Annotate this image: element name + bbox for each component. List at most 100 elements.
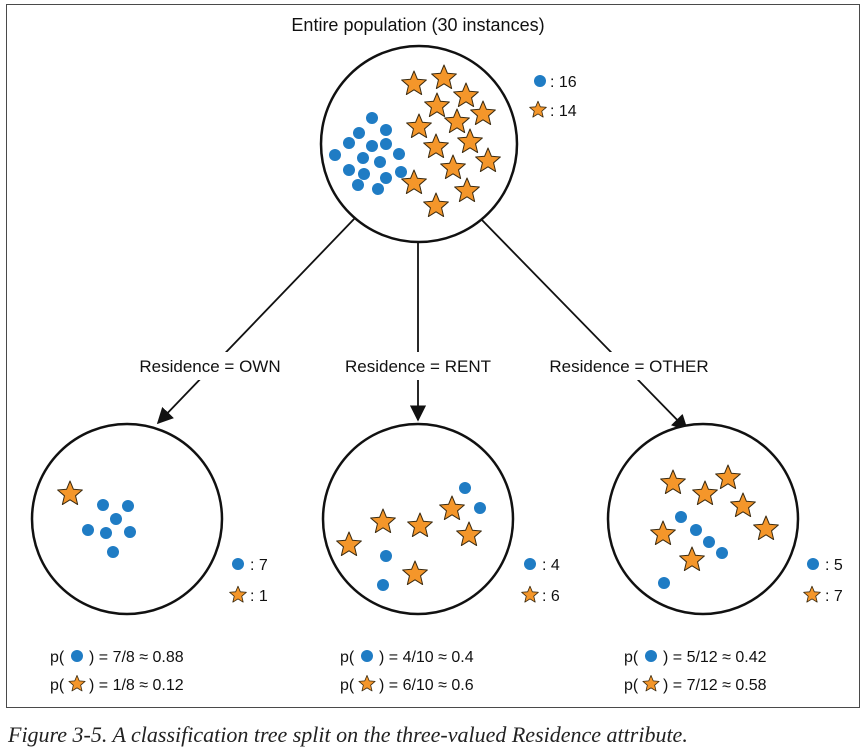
orange-star-shape xyxy=(529,100,547,118)
blue-dot-instance xyxy=(122,500,134,512)
orange-star-instance xyxy=(453,82,479,108)
blue-dot-shape xyxy=(534,75,546,87)
orange-star-shape xyxy=(358,675,376,692)
rent-prob-dot: ) = 4/10 ≈ 0.4 xyxy=(379,649,474,666)
blue-dot-instance xyxy=(353,127,365,139)
orange-star-instance xyxy=(715,464,741,490)
orange-star-instance xyxy=(57,480,83,506)
orange-star-instance xyxy=(423,192,449,218)
blue-dot-instance xyxy=(100,527,112,539)
blue-dot-icon xyxy=(232,558,244,570)
blue-dot-instance xyxy=(82,524,94,536)
orange-star-instance xyxy=(407,512,433,538)
blue-dot-instance xyxy=(377,579,389,591)
own-node xyxy=(30,422,224,616)
blue-dot-instance xyxy=(380,172,392,184)
blue-dot-instance xyxy=(343,164,355,176)
blue-dot-instance xyxy=(716,547,728,559)
blue-dot-instance xyxy=(380,124,392,136)
orange-star-instance xyxy=(457,128,483,154)
other-dot-count: : 5 xyxy=(825,557,843,574)
orange-star-instance xyxy=(454,177,480,203)
orange-star-instance xyxy=(470,100,496,126)
branch-label-other: Residence = OTHER xyxy=(549,357,708,376)
blue-dot-instance xyxy=(110,513,122,525)
classification-tree-diagram: Entire population (30 instances) Residen… xyxy=(30,15,843,694)
blue-dot-instance xyxy=(703,536,715,548)
blue-dot-shape xyxy=(807,558,819,570)
blue-dot-instance xyxy=(658,577,670,589)
blue-dot-icon xyxy=(645,650,657,662)
blue-dot-instance xyxy=(380,550,392,562)
orange-star-shape xyxy=(68,675,86,692)
orange-star-instance xyxy=(402,560,428,586)
own-dot-count: : 7 xyxy=(250,557,268,574)
root-instances xyxy=(329,64,501,218)
branch-label-own: Residence = OWN xyxy=(139,357,280,376)
other-prob-star-prefix: p( xyxy=(624,677,639,694)
edge-own xyxy=(156,217,356,425)
own-prob-dot: ) = 7/8 ≈ 0.88 xyxy=(89,649,184,666)
own-probabilities: p( ) = 7/8 ≈ 0.88 p( ) = 1/8 ≈ 0.12 xyxy=(50,649,184,694)
population-title: Entire population (30 instances) xyxy=(291,15,544,35)
other-star-count: : 7 xyxy=(825,588,843,605)
other-prob-dot: ) = 5/12 ≈ 0.42 xyxy=(663,649,767,666)
orange-star-instance xyxy=(439,495,465,521)
blue-dot-icon xyxy=(71,650,83,662)
orange-star-instance xyxy=(444,108,470,134)
blue-dot-instance xyxy=(372,183,384,195)
blue-dot-instance xyxy=(352,179,364,191)
own-count-legend: : 7 : 1 xyxy=(229,557,268,605)
orange-star-instance xyxy=(660,469,686,495)
orange-star-instance xyxy=(475,147,501,173)
blue-dot-shape xyxy=(524,558,536,570)
orange-star-shape xyxy=(229,585,247,603)
rent-count-legend: : 4 : 6 xyxy=(521,557,560,605)
orange-star-instance xyxy=(406,113,432,139)
orange-star-instance xyxy=(401,169,427,195)
blue-dot-shape xyxy=(71,650,83,662)
orange-star-shape xyxy=(642,675,660,692)
rent-prob-dot-prefix: p( xyxy=(340,649,355,666)
other-prob-dot-prefix: p( xyxy=(624,649,639,666)
blue-dot-instance xyxy=(675,511,687,523)
blue-dot-instance xyxy=(124,526,136,538)
other-prob-star: ) = 7/12 ≈ 0.58 xyxy=(663,677,767,694)
blue-dot-icon xyxy=(534,75,546,87)
orange-star-instance xyxy=(456,521,482,547)
blue-dot-instance xyxy=(393,148,405,160)
blue-dot-icon xyxy=(361,650,373,662)
orange-star-instance xyxy=(692,480,718,506)
blue-dot-instance xyxy=(474,502,486,514)
root-star-count: : 14 xyxy=(550,103,577,120)
edge-other xyxy=(479,217,689,432)
own-star-count: : 1 xyxy=(250,588,268,605)
blue-dot-shape xyxy=(232,558,244,570)
orange-star-instance xyxy=(730,492,756,518)
figure-caption: Figure 3-5. A classification tree split … xyxy=(8,722,688,747)
blue-dot-instance xyxy=(329,149,341,161)
blue-dot-instance xyxy=(366,112,378,124)
own-prob-star-prefix: p( xyxy=(50,677,65,694)
orange-star-shape xyxy=(803,585,821,603)
orange-star-instance xyxy=(336,531,362,557)
other-node xyxy=(606,422,800,616)
orange-star-icon xyxy=(803,585,821,603)
root-dot-count: : 16 xyxy=(550,74,577,91)
rent-instances xyxy=(336,482,486,591)
orange-star-icon xyxy=(358,675,376,692)
orange-star-instance xyxy=(424,92,450,118)
blue-dot-instance xyxy=(459,482,471,494)
orange-star-shape xyxy=(521,585,539,603)
own-prob-star: ) = 1/8 ≈ 0.12 xyxy=(89,677,184,694)
orange-star-icon xyxy=(68,675,86,692)
other-instances xyxy=(650,464,779,589)
blue-dot-instance xyxy=(380,138,392,150)
orange-star-instance xyxy=(650,520,676,546)
orange-star-instance xyxy=(753,515,779,541)
blue-dot-instance xyxy=(97,499,109,511)
blue-dot-icon xyxy=(524,558,536,570)
other-probabilities: p( ) = 5/12 ≈ 0.42 p( ) = 7/12 ≈ 0.58 xyxy=(624,649,767,694)
orange-star-instance xyxy=(431,64,457,90)
orange-star-instance xyxy=(423,133,449,159)
